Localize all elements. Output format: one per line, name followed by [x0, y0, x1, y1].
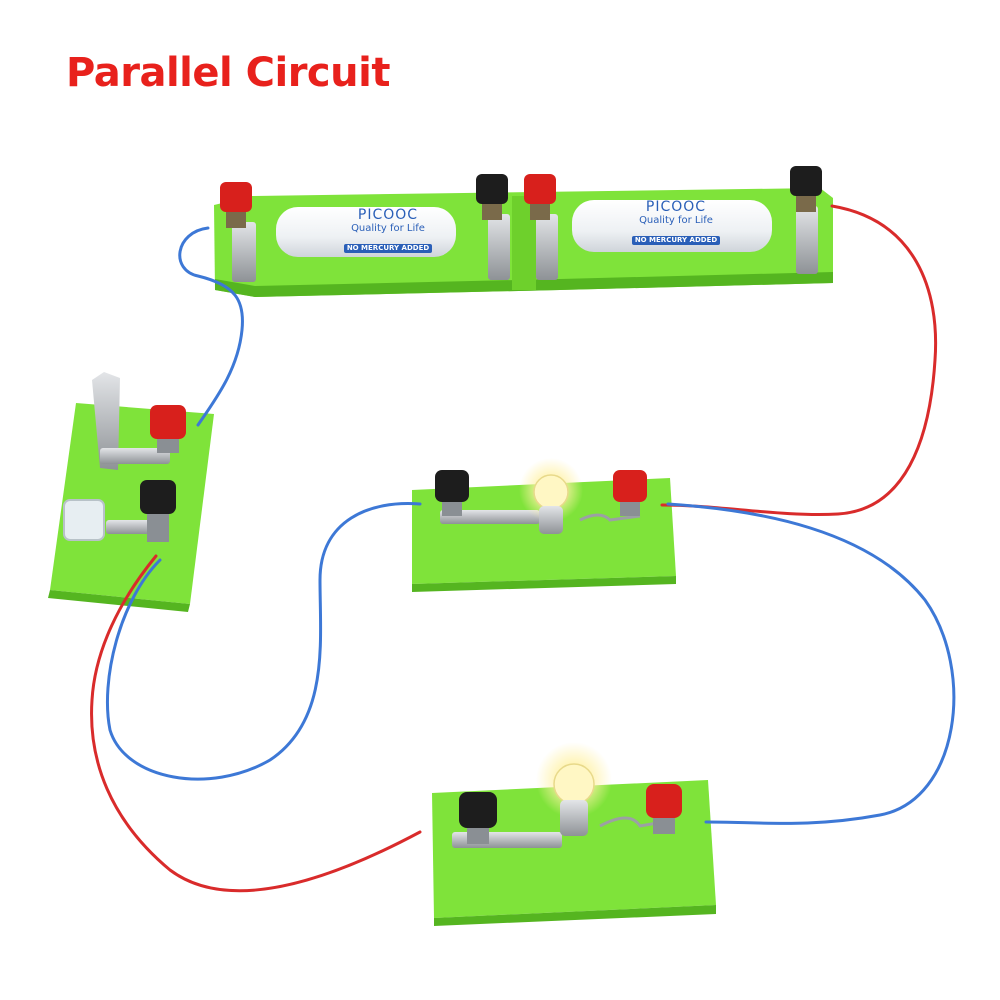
terminal-black-icon — [140, 480, 176, 542]
battery-badge: NO MERCURY ADDED — [631, 236, 721, 245]
terminal-red-icon — [150, 405, 186, 453]
wire-blue-2 — [106, 502, 422, 781]
switch-board — [48, 372, 214, 612]
battery-tagline: Quality for Life — [351, 223, 425, 234]
battery-badge: NO MERCURY ADDED — [343, 244, 433, 253]
wires — [90, 204, 956, 893]
terminal-black-icon — [476, 174, 508, 220]
wire-blue-1 — [178, 226, 244, 427]
battery-cell-2 — [572, 200, 772, 252]
battery-brand: PICOOC — [357, 207, 419, 223]
terminals — [140, 166, 822, 844]
switch-blade — [92, 372, 120, 470]
terminal-black-icon — [459, 792, 497, 844]
terminal-red-icon — [646, 784, 682, 834]
battery-brand: PICOOC — [645, 199, 707, 215]
bulb-2 — [536, 742, 612, 836]
battery-holder — [214, 188, 833, 297]
wire-blue-3 — [666, 502, 956, 825]
bulb-board-2 — [432, 780, 716, 926]
battery-tagline: Quality for Life — [639, 215, 713, 226]
switch-handle-icon — [63, 499, 105, 541]
terminal-red-icon — [613, 470, 647, 516]
terminal-black-icon — [435, 470, 469, 516]
battery-label-2: PICOOC Quality for Life NO MERCURY ADDED — [606, 200, 746, 246]
terminal-red-icon — [524, 174, 556, 220]
page-title: Parallel Circuit — [66, 50, 390, 96]
terminal-red-icon — [220, 182, 252, 228]
battery-label-1: PICOOC Quality for Life NO MERCURY ADDED — [318, 208, 458, 254]
wire-red-2 — [90, 554, 422, 893]
terminal-black-icon — [790, 166, 822, 212]
bulb-1 — [519, 458, 583, 534]
wire-red-1 — [660, 204, 938, 516]
